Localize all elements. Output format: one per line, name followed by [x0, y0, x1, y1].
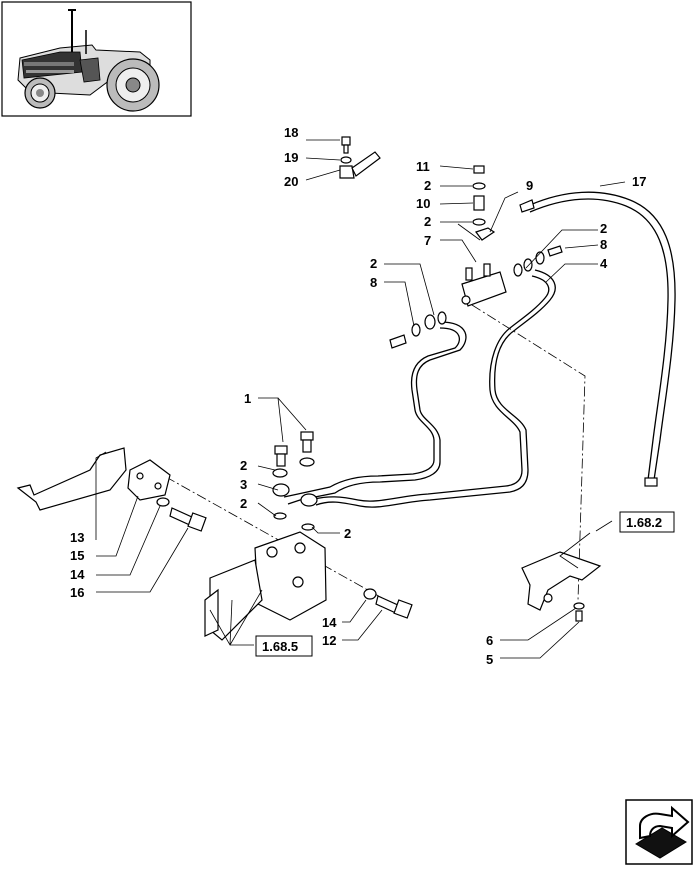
- callout-16: 16: [70, 585, 84, 600]
- reference-1682[interactable]: 1.68.2: [619, 511, 675, 533]
- callout-15: 15: [70, 548, 84, 563]
- callout-2: 2: [600, 221, 607, 236]
- callout-20: 20: [284, 174, 298, 189]
- leader-lines: [95, 139, 626, 659]
- callout-9: 9: [526, 178, 533, 193]
- reference-1685[interactable]: 1.68.5: [255, 635, 313, 657]
- callout-8: 8: [370, 275, 377, 290]
- next-page-arrow-icon[interactable]: [625, 799, 693, 865]
- callout-3: 3: [240, 477, 247, 492]
- callout-14: 14: [322, 615, 337, 630]
- callout-10: 10: [416, 196, 430, 211]
- callout-19: 19: [284, 150, 298, 165]
- callout-2: 2: [240, 496, 247, 511]
- callout-14: 14: [70, 567, 85, 582]
- callout-2: 2: [344, 526, 351, 541]
- callouts: 18 19 20 11 2 10 2 7 9 17 2 8 4 2 8 1 2 …: [70, 125, 646, 667]
- callout-17: 17: [632, 174, 646, 189]
- reference-1682-label: 1.68.2: [626, 515, 662, 530]
- callout-11: 11: [416, 159, 430, 174]
- callout-2: 2: [424, 214, 431, 229]
- callout-7: 7: [424, 233, 431, 248]
- callout-6: 6: [486, 633, 493, 648]
- reference-1685-label: 1.68.5: [262, 639, 298, 654]
- callout-2: 2: [240, 458, 247, 473]
- callout-5: 5: [486, 652, 493, 667]
- alignment-lines: [149, 304, 586, 609]
- callout-12: 12: [322, 633, 336, 648]
- pipes: [283, 191, 676, 508]
- fittings: [16, 136, 602, 641]
- callout-1: 1: [244, 391, 251, 406]
- callout-13: 13: [70, 530, 84, 545]
- callout-2: 2: [370, 256, 377, 271]
- callout-4: 4: [600, 256, 608, 271]
- callout-2: 2: [424, 178, 431, 193]
- tractor-thumbnail-icon: [1, 1, 192, 117]
- callout-8: 8: [600, 237, 607, 252]
- callout-18: 18: [284, 125, 298, 140]
